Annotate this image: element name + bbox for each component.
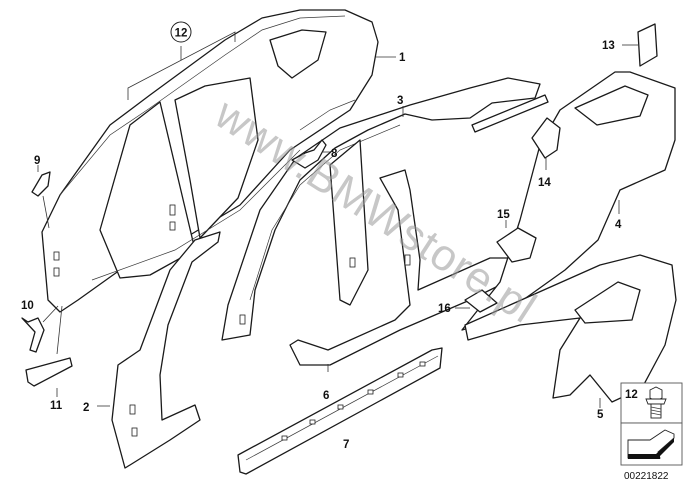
label-16: 16 — [438, 303, 451, 315]
label-4: 4 — [615, 219, 622, 231]
bolt-inset[interactable]: 12 — [620, 382, 683, 466]
label-14: 14 — [538, 177, 551, 189]
label-7: 7 — [343, 439, 349, 451]
label-8: 8 — [331, 148, 338, 160]
label-10: 10 — [21, 300, 34, 312]
inset-label-12: 12 — [625, 389, 638, 401]
part-6-inner-sill[interactable] — [289, 139, 521, 372]
part-5-rear-arch-panel[interactable] — [464, 254, 677, 408]
label-12-circled: 12 — [175, 28, 188, 40]
label-1: 1 — [399, 52, 406, 64]
label-2: 2 — [83, 402, 89, 414]
part-1-side-frame[interactable] — [41, 9, 379, 313]
part-10-bracket[interactable] — [21, 305, 59, 353]
part-4-rear-side-panel[interactable] — [461, 71, 676, 331]
label-13: 13 — [602, 40, 615, 52]
bolt-icon — [645, 386, 667, 419]
label-5: 5 — [597, 409, 604, 421]
part-2-a-pillar[interactable] — [97, 231, 221, 469]
label-11: 11 — [50, 400, 63, 412]
part-14-reinforcement-plate[interactable] — [531, 117, 561, 170]
direction-arrow-icon — [627, 429, 675, 459]
part-8-bracket[interactable] — [291, 139, 330, 169]
part-12-roof-frame-group[interactable]: 12 — [127, 21, 236, 100]
label-9: 9 — [34, 155, 40, 167]
part-11-sill-bracket[interactable] — [25, 305, 73, 397]
part-13-tail-light-bracket[interactable] — [622, 23, 658, 67]
label-3: 3 — [397, 95, 403, 107]
part-7-sill-reinforcement[interactable] — [237, 347, 443, 475]
part-15-mounting-plate[interactable] — [496, 220, 537, 263]
label-6: 6 — [323, 390, 329, 402]
part-16-cover-plate[interactable] — [455, 289, 498, 313]
part-9-hinge-reinforcement[interactable] — [31, 165, 51, 229]
label-15: 15 — [497, 209, 510, 221]
diagram-number: 00221822 — [624, 471, 669, 482]
